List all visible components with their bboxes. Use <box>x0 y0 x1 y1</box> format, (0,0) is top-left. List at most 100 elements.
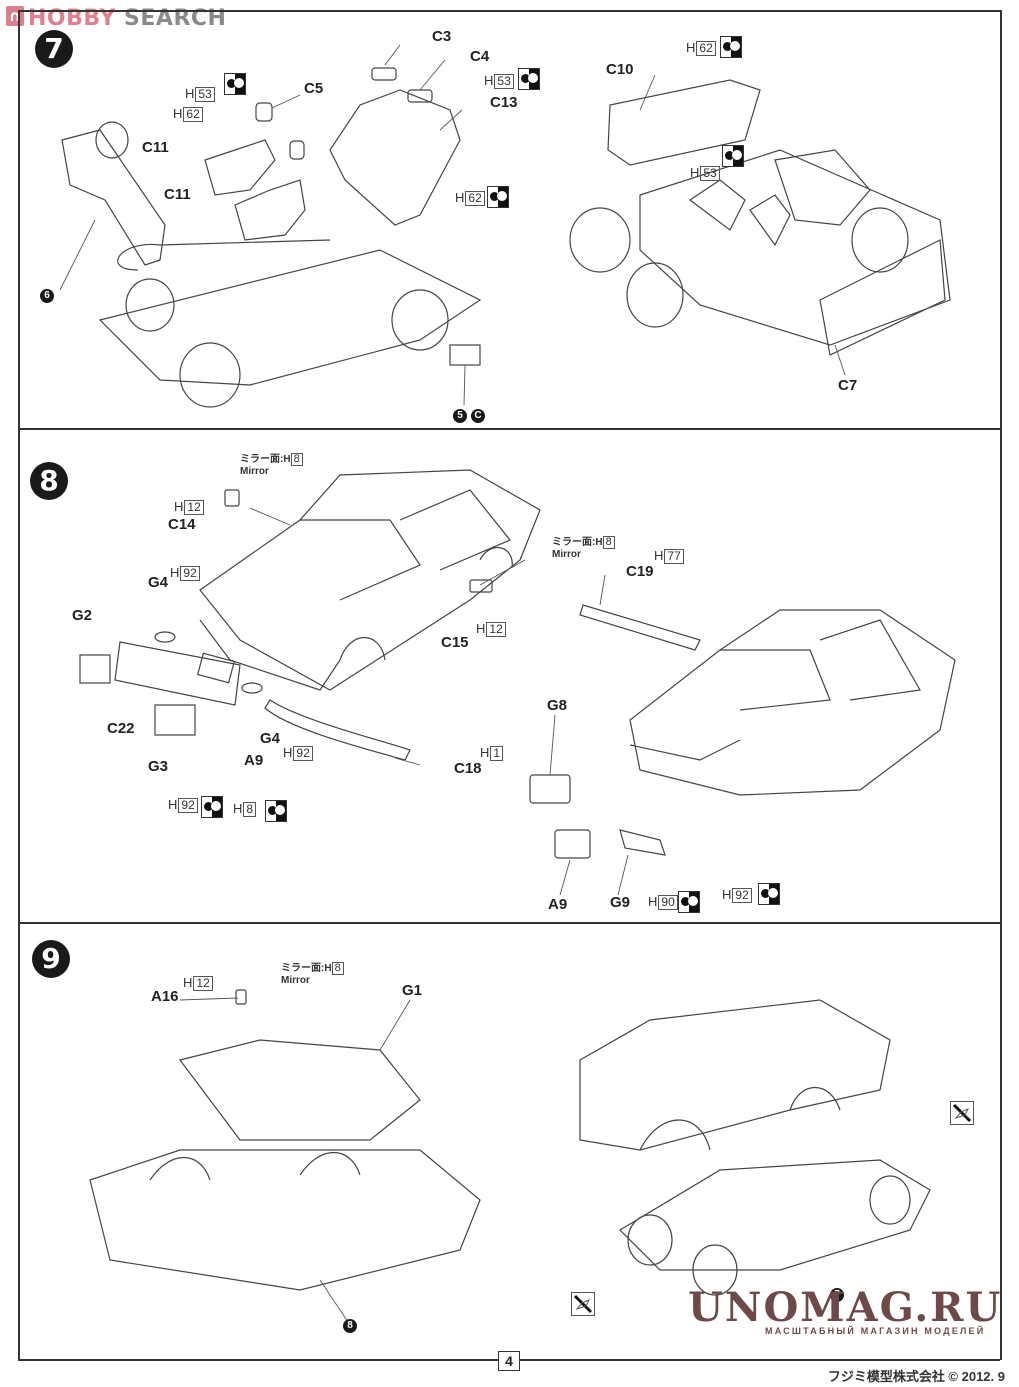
interior-tub-drawing <box>89 989 481 1291</box>
no-cement-icon <box>950 1101 974 1125</box>
paint-prefix: H <box>174 499 184 514</box>
paint-code: 92 <box>178 798 198 813</box>
unomag-tagline: МАСШТАБНЫЙ МАГАЗИН МОДЕЛЕЙ <box>765 1326 986 1336</box>
copyright-notice: フジミ模型株式会社 © 2012. 9 <box>827 1369 1005 1384</box>
semi-gloss-finish-icon <box>678 891 700 913</box>
panel-step-8 <box>18 428 1002 922</box>
part-label-g3: G3 <box>148 758 169 775</box>
paint-prefix: H <box>484 73 494 88</box>
no-cement-icon <box>571 1292 595 1316</box>
dashboard-drawing <box>61 121 166 266</box>
paint-code: 77 <box>664 549 684 564</box>
semi-gloss-finish-icon <box>487 186 509 208</box>
paint-code: 12 <box>193 976 213 991</box>
part-label-c22: C22 <box>107 720 135 737</box>
paint-code: 92 <box>732 888 752 903</box>
paint-code: 90 <box>658 895 678 910</box>
paint-code: 62 <box>696 41 716 56</box>
step-ref-5: 5 <box>453 409 467 423</box>
part-label-c3: C3 <box>432 28 452 45</box>
chassis-drawing-left <box>98 239 482 408</box>
part-label-c11-2: C11 <box>164 186 191 203</box>
paint-prefix: H <box>686 40 696 55</box>
paint-code: 53 <box>700 166 720 181</box>
mirror-note-en: Mirror <box>240 466 269 477</box>
paint-prefix: H <box>455 190 465 205</box>
part-label-g4-2: G4 <box>260 730 281 747</box>
paint-prefix: H <box>648 894 658 909</box>
car-body-rear-drawing <box>529 604 956 859</box>
part-label-g2: G2 <box>72 607 93 624</box>
paint-code: 53 <box>195 87 215 102</box>
paint-code: 1 <box>490 746 504 761</box>
step-ref-7: 7 <box>830 1288 844 1302</box>
paint-prefix: H <box>170 565 180 580</box>
paint-prefix: H <box>476 621 486 636</box>
semi-gloss-finish-icon <box>224 73 246 95</box>
part-label-c7: C7 <box>838 377 858 394</box>
part-label-c13: C13 <box>490 94 518 111</box>
part-label-c11: C11 <box>142 139 169 156</box>
panel-step-9 <box>18 922 1002 1360</box>
semi-gloss-finish-icon <box>201 796 223 818</box>
paint-code: 92 <box>293 746 313 761</box>
part-label-a16: A16 <box>151 988 179 1005</box>
interior-drawing-right <box>569 79 951 356</box>
frame-top <box>18 10 1000 12</box>
leader-lines <box>59 44 846 1326</box>
rear-seat-drawing <box>329 67 461 226</box>
part-label-c14: C14 <box>168 516 196 533</box>
part-label-g4: G4 <box>148 574 169 591</box>
part-label-a9-2: A9 <box>548 896 568 913</box>
part-label-c10: C10 <box>606 61 634 78</box>
paint-prefix: H <box>233 801 243 816</box>
paint-code: 12 <box>184 500 204 515</box>
paint-code: 8 <box>243 802 257 817</box>
part-label-c15: C15 <box>441 634 469 651</box>
divider-7-8 <box>18 428 1000 430</box>
mirror-note-en: Mirror <box>281 975 310 986</box>
mirror-note-jp: ミラー面:H <box>552 537 603 548</box>
paint-prefix: H <box>168 797 178 812</box>
paint-code: 12 <box>486 622 506 637</box>
semi-gloss-finish-icon <box>518 68 540 90</box>
front-seats-drawing <box>204 102 306 241</box>
grille-drawing <box>79 489 493 761</box>
step-number-7: 7 <box>35 30 73 68</box>
paint-code: 53 <box>494 74 514 89</box>
paint-code: 8 <box>290 453 303 466</box>
paint-prefix: H <box>283 745 293 760</box>
step-ref-c: C <box>471 409 485 423</box>
mirror-note-jp: ミラー面:H <box>240 454 291 465</box>
semi-gloss-finish-icon <box>720 36 742 58</box>
step-number-8: 8 <box>30 462 68 500</box>
paint-code: 92 <box>180 566 200 581</box>
semi-gloss-finish-icon <box>758 883 780 905</box>
paint-code: 62 <box>183 107 203 122</box>
part-label-g1: G1 <box>402 982 423 999</box>
divider-8-9 <box>18 922 1000 924</box>
paint-code: 62 <box>465 191 485 206</box>
part-label-g8: G8 <box>547 697 568 714</box>
part-label-c18: C18 <box>454 760 482 777</box>
unomag-watermark: UNOMAG.RU <box>688 1284 1003 1331</box>
final-body-drawing <box>579 999 931 1296</box>
part-label-a9: A9 <box>244 752 264 769</box>
